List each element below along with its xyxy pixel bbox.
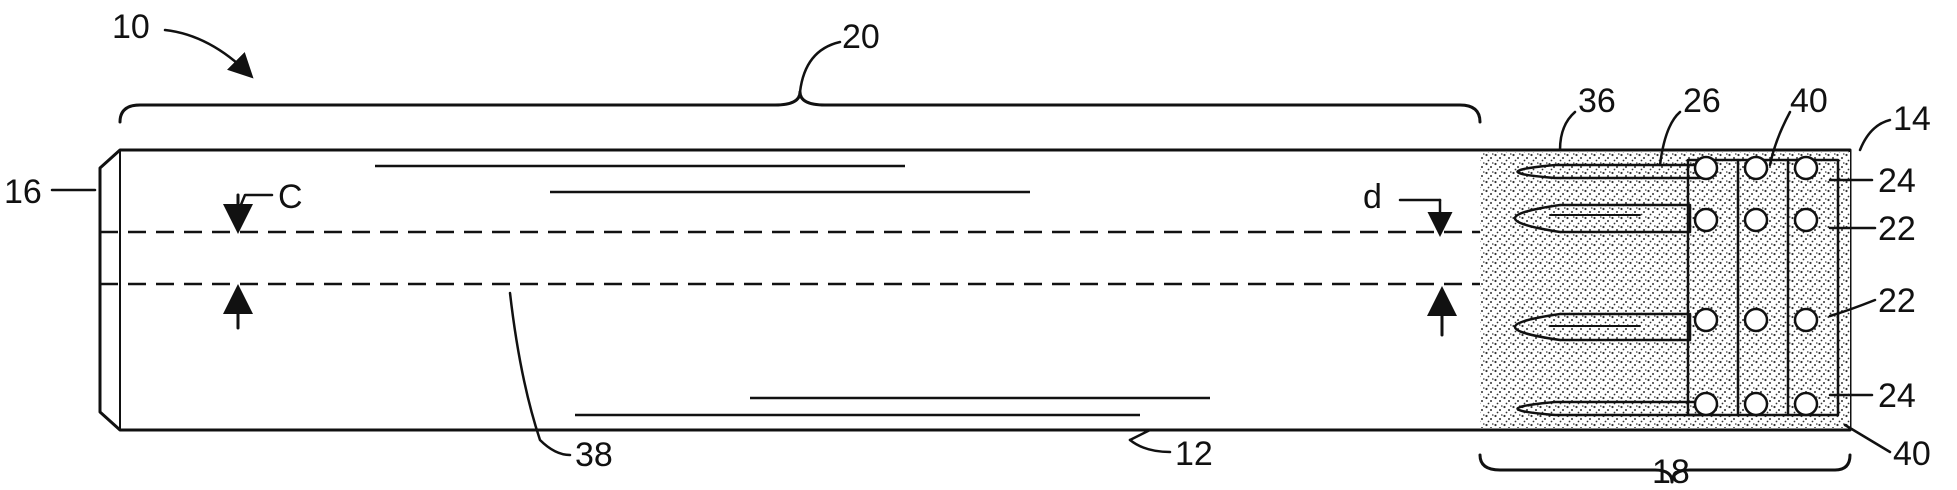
label-d: d xyxy=(1363,178,1382,216)
label-40-bottom: 40 xyxy=(1893,435,1931,473)
abrasive-tip xyxy=(1480,152,1850,428)
label-24-top: 24 xyxy=(1878,162,1916,200)
brace-20 xyxy=(118,90,1482,124)
label-24-bottom: 24 xyxy=(1878,377,1916,415)
shaft-shading xyxy=(375,164,1210,417)
label-20: 20 xyxy=(842,18,880,56)
label-c: C xyxy=(278,178,303,216)
brace-18 xyxy=(1478,453,1852,484)
label-22-lower: 22 xyxy=(1878,282,1916,320)
label-40-top: 40 xyxy=(1790,82,1828,120)
label-36: 36 xyxy=(1578,82,1616,120)
shaft-body xyxy=(98,148,1852,432)
label-22-upper: 22 xyxy=(1878,210,1916,248)
cutting-ports xyxy=(1693,155,1819,417)
label-38: 38 xyxy=(575,436,613,474)
leader-lines xyxy=(50,28,1892,457)
label-14: 14 xyxy=(1893,100,1931,138)
label-16: 16 xyxy=(4,173,42,211)
label-26: 26 xyxy=(1683,82,1721,120)
label-18: 18 xyxy=(1652,453,1690,490)
label-12: 12 xyxy=(1175,435,1213,473)
label-10: 10 xyxy=(112,8,150,46)
